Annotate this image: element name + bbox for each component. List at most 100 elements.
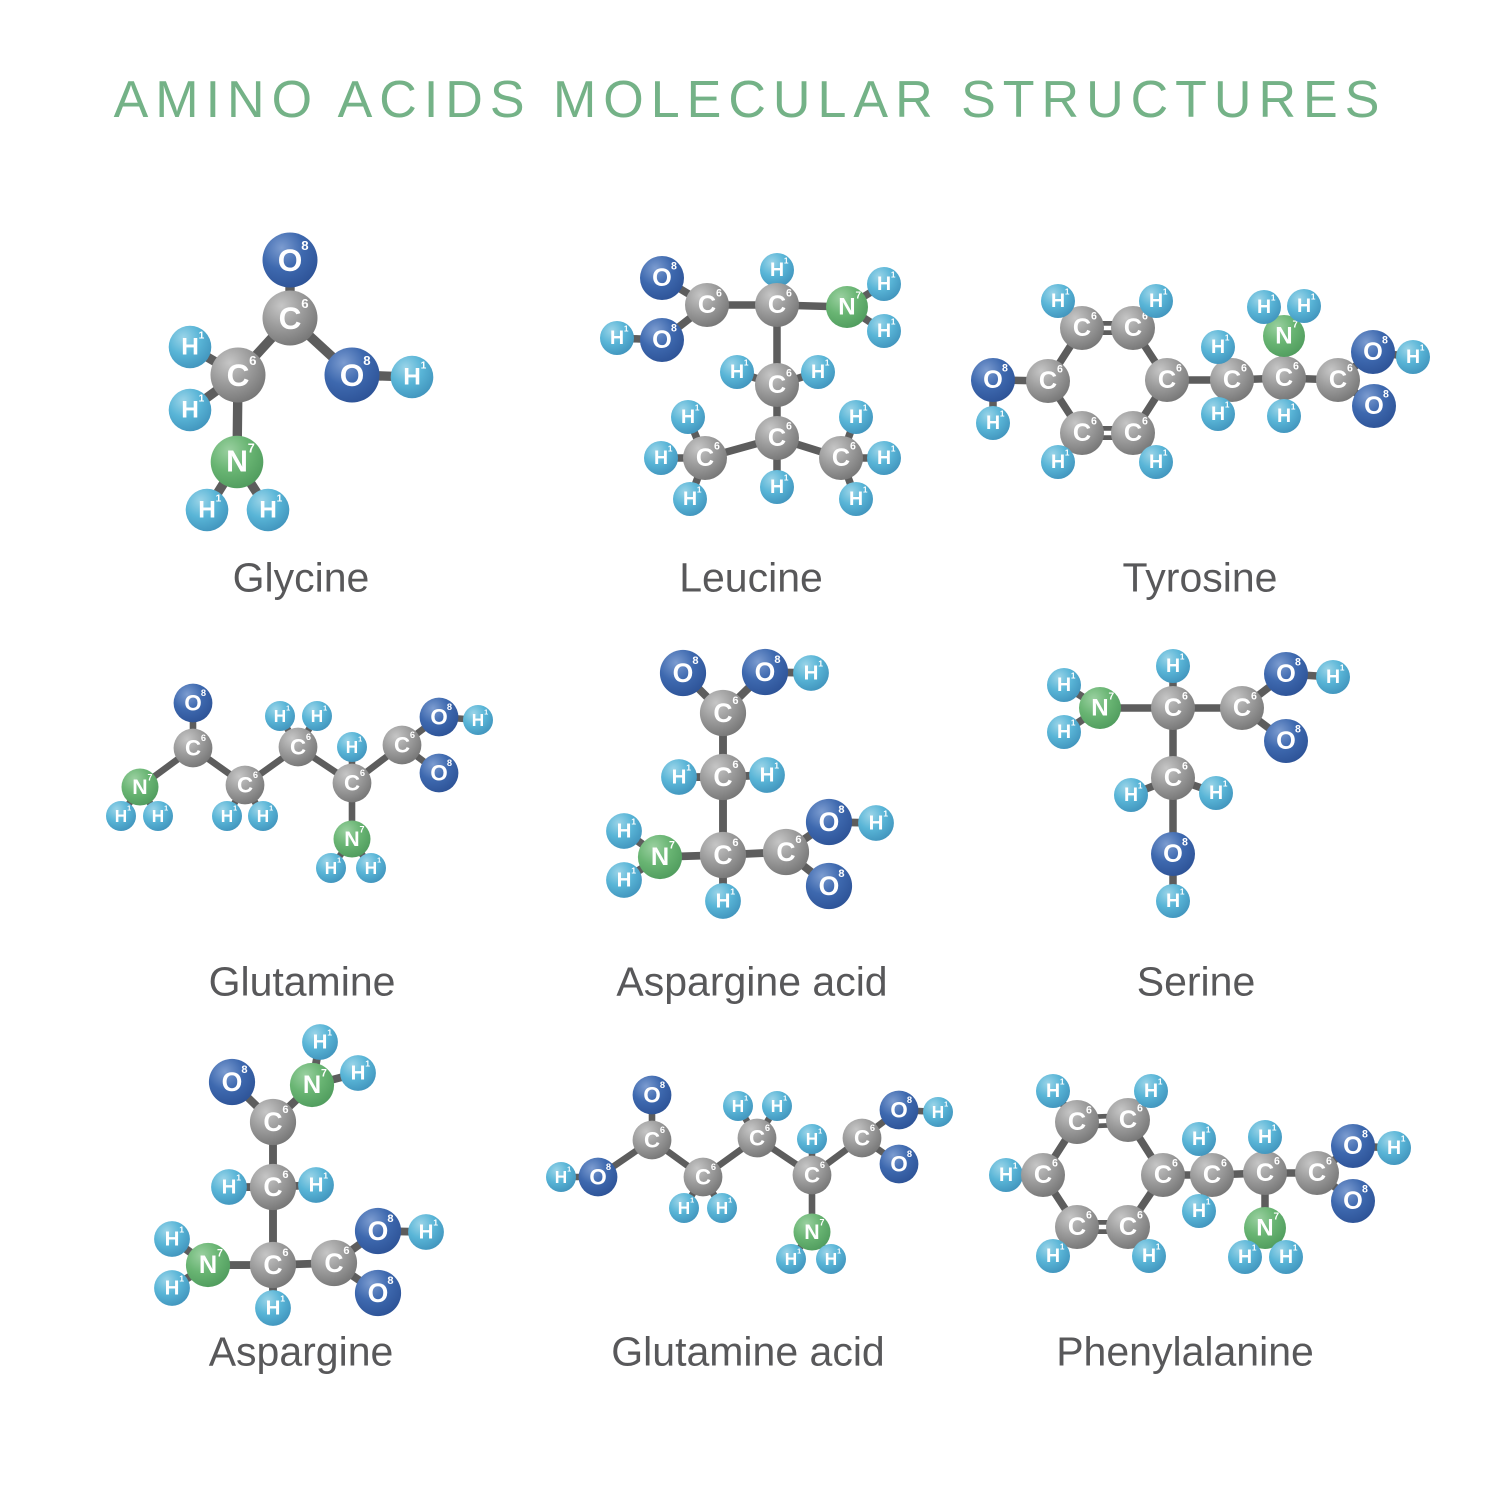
atom-symbol: C	[1329, 366, 1347, 394]
atom-H	[1114, 778, 1148, 812]
atom-symbol: C	[237, 773, 253, 798]
atom-symbol: H	[1192, 1128, 1206, 1150]
atom-H	[867, 267, 901, 301]
atomic-number-superscript: 6	[1142, 416, 1148, 428]
atomic-number-superscript: 8	[1382, 335, 1388, 347]
atom-H	[671, 400, 705, 434]
atom-H	[248, 801, 278, 831]
atomic-number-superscript: 8	[363, 353, 370, 368]
atomic-number-superscript: 6	[1241, 363, 1247, 375]
atomic-number-superscript: 6	[1137, 1210, 1143, 1222]
atom-symbol: H	[1297, 295, 1311, 317]
atomic-number-superscript: 1	[744, 1094, 748, 1103]
atomic-number-superscript: 6	[1347, 363, 1353, 375]
atom-H	[867, 314, 901, 348]
atom-O	[419, 697, 459, 737]
atom-symbol: H	[1209, 782, 1223, 804]
atom-symbol: H	[313, 1031, 328, 1054]
atomic-number-superscript: 8	[447, 702, 452, 712]
atom-H	[340, 1055, 376, 1091]
atom-H	[185, 488, 229, 532]
atom-H	[265, 701, 295, 731]
atomic-number-superscript: 8	[447, 758, 452, 768]
atom-C	[1243, 1151, 1287, 1195]
atom-symbol: H	[1238, 1246, 1252, 1268]
atomic-number-superscript: 6	[1326, 1156, 1332, 1168]
atom-symbol: H	[181, 397, 199, 424]
atomic-number-superscript: 1	[668, 445, 673, 454]
atom-symbol: C	[1164, 694, 1182, 722]
atomic-number-superscript: 8	[671, 323, 677, 335]
atomic-number-superscript: 1	[358, 735, 362, 744]
atom-symbol: N	[344, 827, 359, 851]
atomic-number-superscript: 1	[286, 704, 290, 713]
molecule-label-phenylalanine: Phenylalanine	[1056, 1328, 1314, 1375]
atom-symbol: C	[185, 736, 201, 761]
atomic-number-superscript: 8	[907, 1095, 912, 1105]
atomic-number-superscript: 1	[1163, 449, 1168, 458]
atomic-number-superscript: 8	[201, 688, 206, 698]
atom-symbol: O	[340, 357, 365, 393]
atom-symbol: H	[716, 1198, 728, 1218]
atom-symbol: C	[1039, 367, 1057, 395]
atom-symbol: H	[932, 1102, 944, 1122]
atom-H	[1247, 290, 1281, 324]
atomic-number-superscript: 1	[1252, 1244, 1257, 1253]
atomic-number-superscript: 1	[784, 257, 789, 266]
atomic-number-superscript: 1	[818, 659, 823, 669]
atom-C	[819, 436, 863, 480]
atom-symbol: H	[877, 320, 891, 342]
atom-symbol: H	[419, 1221, 434, 1244]
atom-C	[737, 1118, 777, 1158]
atom-symbol: H	[1166, 890, 1180, 912]
atomic-number-superscript: 1	[631, 817, 636, 827]
atom-H	[1316, 660, 1350, 694]
atom-symbol: O	[1276, 727, 1296, 755]
atom-symbol: C	[713, 840, 732, 870]
atomic-number-superscript: 1	[1291, 403, 1296, 412]
atomic-number-superscript: 1	[484, 708, 488, 717]
atom-H	[316, 853, 346, 883]
atom-symbol: H	[472, 710, 484, 730]
atom-H	[1269, 1240, 1303, 1274]
atom-symbol: H	[849, 488, 863, 510]
atom-symbol: H	[311, 706, 323, 726]
atom-symbol: O	[430, 705, 447, 730]
atom-symbol: H	[869, 812, 884, 835]
atomic-number-superscript: 1	[695, 404, 700, 413]
atom-symbol: H	[351, 1062, 366, 1085]
atom-C	[1106, 1205, 1150, 1249]
atom-symbol: H	[266, 1297, 281, 1320]
atom-C	[1190, 1153, 1234, 1197]
atomic-number-superscript: 6	[870, 1123, 875, 1133]
atomic-number-superscript: 6	[850, 441, 856, 453]
atom-H	[408, 1214, 444, 1250]
atom-symbol: H	[198, 497, 216, 524]
atom-H	[1182, 1122, 1216, 1156]
molecule-label-aspargine: Aspargine	[208, 1328, 394, 1375]
atom-H	[168, 388, 212, 432]
atomic-number-superscript: 6	[1172, 1158, 1178, 1170]
atomic-number-superscript: 8	[241, 1064, 247, 1076]
atom-symbol: C	[1068, 1108, 1086, 1136]
atomic-number-superscript: 6	[786, 421, 792, 433]
atomic-number-superscript: 7	[321, 1068, 327, 1080]
atomic-number-superscript: 1	[567, 1165, 571, 1174]
atom-H	[749, 757, 785, 793]
atom-H	[707, 1193, 737, 1223]
atom-symbol: H	[1051, 290, 1065, 312]
atom-H	[106, 801, 136, 831]
atom-symbol: N	[651, 843, 669, 871]
atom-symbol: C	[1223, 366, 1241, 394]
atom-symbol: O	[643, 1083, 660, 1108]
atom-symbol: N	[226, 446, 248, 479]
atomic-number-superscript: 1	[164, 804, 168, 813]
atom-O	[805, 798, 853, 846]
atomic-number-superscript: 6	[1182, 761, 1188, 773]
atom-H	[212, 801, 242, 831]
atom-symbol: C	[1256, 1159, 1274, 1187]
atom-symbol: H	[770, 476, 784, 498]
atom-symbol: H	[346, 737, 358, 757]
atom-symbol: C	[804, 1163, 820, 1188]
